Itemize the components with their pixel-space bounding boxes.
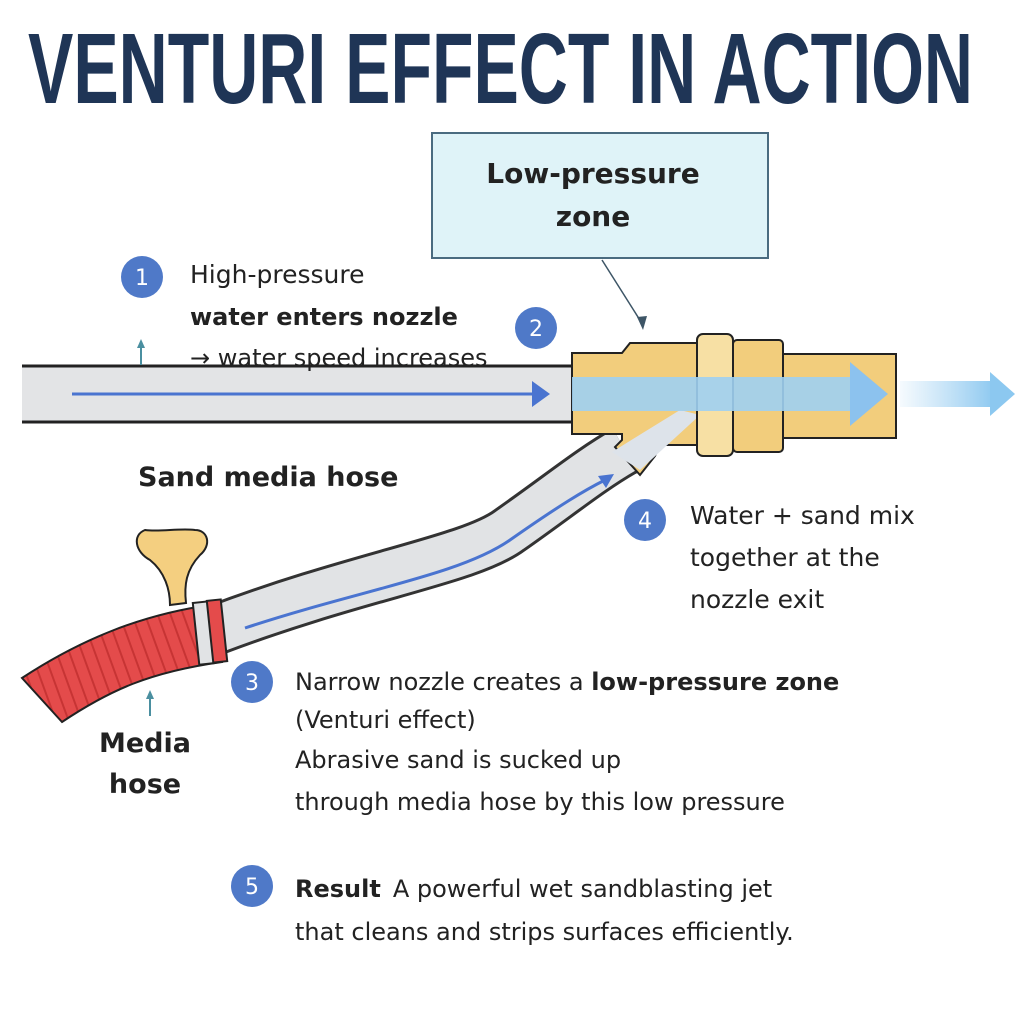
step-number: 5 [245, 875, 259, 900]
step-3-line-4: through media hose by this low pressure [295, 788, 785, 816]
step-1-line-3: → water speed increases [190, 344, 488, 372]
sand-media-hose-label: Sand media hose [138, 462, 398, 493]
step-1-badge: 1 [121, 256, 163, 298]
step-3-line-2: (Venturi effect) [295, 706, 476, 734]
sand-flow-arrow [244, 478, 606, 630]
step-4-line-3: nozzle exit [690, 585, 824, 614]
sand-flow-arrowhead-icon [598, 474, 614, 488]
page-title: VENTURI EFFECT IN ACTION [28, 13, 973, 125]
up-arrow-icon [137, 339, 145, 365]
exit-arrowhead-icon [990, 372, 1015, 416]
media-hose-label-1: Media [99, 728, 191, 759]
step-3-badge: 3 [231, 661, 273, 703]
step-4-line-1: Water + sand mix [690, 501, 915, 530]
red-media-hose [20, 528, 229, 724]
step-1-line-1: High-pressure [190, 260, 364, 289]
step-3-line-1: Narrow nozzle creates a low-pressure zon… [295, 668, 839, 696]
callout-line-1: Low-pressure [486, 157, 699, 190]
step-3-lead: Narrow nozzle creates a [295, 668, 591, 696]
callout-pointer-arrowhead-icon [637, 316, 647, 330]
step-5-line-1: Result A powerful wet sandblasting jet [295, 875, 772, 903]
high-speed-jet [572, 377, 857, 411]
step-5-badge: 5 [231, 865, 273, 907]
low-pressure-zone-callout: Low-pressure zone [431, 132, 769, 330]
up-arrow-icon [146, 690, 154, 716]
water-pipe [22, 364, 574, 424]
valve-handle[interactable] [135, 528, 209, 607]
sand-media-hose [205, 427, 639, 655]
water-flow-arrowhead-icon [532, 381, 550, 407]
step-5-lead: A powerful wet sandblasting jet [393, 875, 772, 903]
jet-arrowhead-icon [850, 362, 888, 426]
step-3-bold: low-pressure zone [591, 668, 839, 696]
step-2-badge: 2 [515, 307, 557, 349]
step-1-line-2: water enters nozzle [190, 303, 458, 331]
step-number: 4 [638, 509, 652, 534]
step-4-line-2: together at the [690, 543, 880, 572]
callout-pointer [601, 259, 644, 326]
step-3-line-3: Abrasive sand is sucked up [295, 746, 621, 774]
step-5-line-2: that cleans and strips surfaces efficien… [295, 918, 794, 946]
callout-line-2: zone [556, 200, 630, 233]
step-number: 3 [245, 671, 259, 696]
brass-nozzle [571, 333, 1015, 477]
step-number: 2 [529, 317, 543, 342]
step-number: 1 [135, 266, 149, 291]
step-4-badge: 4 [624, 499, 666, 541]
exit-jet [900, 381, 995, 407]
step-5-bold: Result [295, 875, 381, 903]
media-hose-label-2: hose [109, 769, 181, 800]
